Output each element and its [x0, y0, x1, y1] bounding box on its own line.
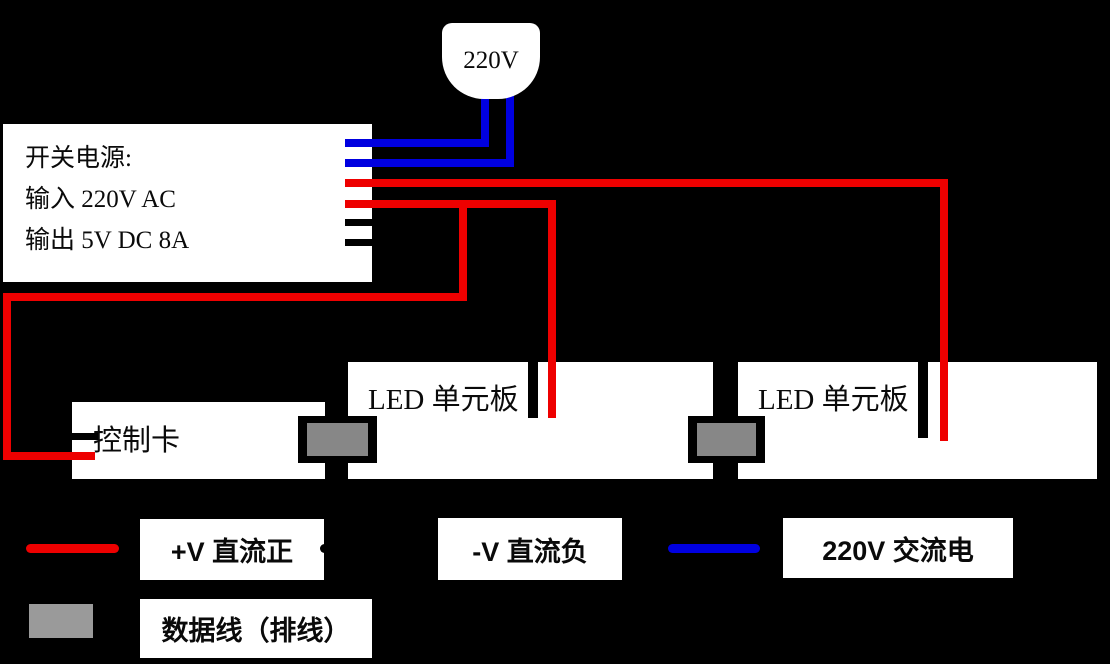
control-card-box: 控制卡 — [72, 402, 325, 479]
ac-plug-label: 220V — [463, 47, 519, 74]
positive-wire-branch-left-run — [3, 293, 467, 301]
psu-negative-terminal-2 — [345, 239, 372, 246]
ac-wire-1-vertical — [481, 96, 489, 147]
legend-negative-label-box: -V 直流负 — [438, 518, 622, 580]
positive-wire-branch-down-left-edge — [3, 293, 11, 460]
positive-wire-b-horizontal — [345, 200, 556, 208]
positive-wire-a-drop — [940, 179, 948, 441]
control-card-label: 控制卡 — [93, 425, 181, 457]
legend-red-line-swatch — [26, 544, 119, 553]
power-supply-text: 开关电源: 输入 220V AC 输出 5V DC 8A — [3, 124, 372, 261]
led-board-2-label: LED 单元板 — [758, 384, 909, 416]
positive-wire-b-drop-board1 — [548, 200, 556, 418]
legend-ac-label-box: 220V 交流电 — [783, 518, 1013, 578]
ribbon-connector-2 — [697, 423, 756, 456]
legend-blue-line-swatch — [668, 544, 760, 553]
legend-ribbon-label-box: 数据线（排线） — [140, 599, 372, 658]
ac-wire-1-horizontal — [345, 139, 489, 147]
ac-wire-2-vertical — [506, 96, 514, 167]
legend-ac-label: 220V 交流电 — [822, 535, 974, 566]
positive-wire-branch-drop — [459, 200, 467, 301]
ac-plug: 220V — [442, 23, 540, 99]
led-board-1-negative-stub — [528, 358, 538, 418]
positive-wire-into-control-card — [3, 452, 95, 460]
led-board-2: LED 单元板 — [738, 362, 1097, 479]
positive-wire-a-horizontal — [345, 179, 948, 187]
led-board-1-label: LED 单元板 — [368, 384, 519, 416]
legend-black-line-swatch — [320, 544, 413, 553]
legend-ribbon-label: 数据线（排线） — [161, 616, 351, 646]
legend-gray-box-swatch — [29, 604, 93, 638]
legend-positive-label-box: +V 直流正 — [140, 519, 324, 580]
legend-negative-label: -V 直流负 — [472, 536, 588, 567]
power-supply-box: 开关电源: 输入 220V AC 输出 5V DC 8A — [3, 124, 372, 282]
control-card-negative-stub — [65, 433, 98, 440]
led-board-2-negative-stub — [918, 358, 928, 438]
power-supply-line-input: 输入 220V AC — [25, 186, 176, 213]
power-supply-line-output: 输出 5V DC 8A — [25, 227, 190, 254]
psu-negative-terminal-1 — [345, 219, 372, 226]
ribbon-connector-1 — [307, 423, 368, 456]
ac-wire-2-horizontal — [345, 159, 514, 167]
power-supply-line-title: 开关电源: — [25, 145, 132, 172]
legend-positive-label: +V 直流正 — [170, 537, 294, 567]
